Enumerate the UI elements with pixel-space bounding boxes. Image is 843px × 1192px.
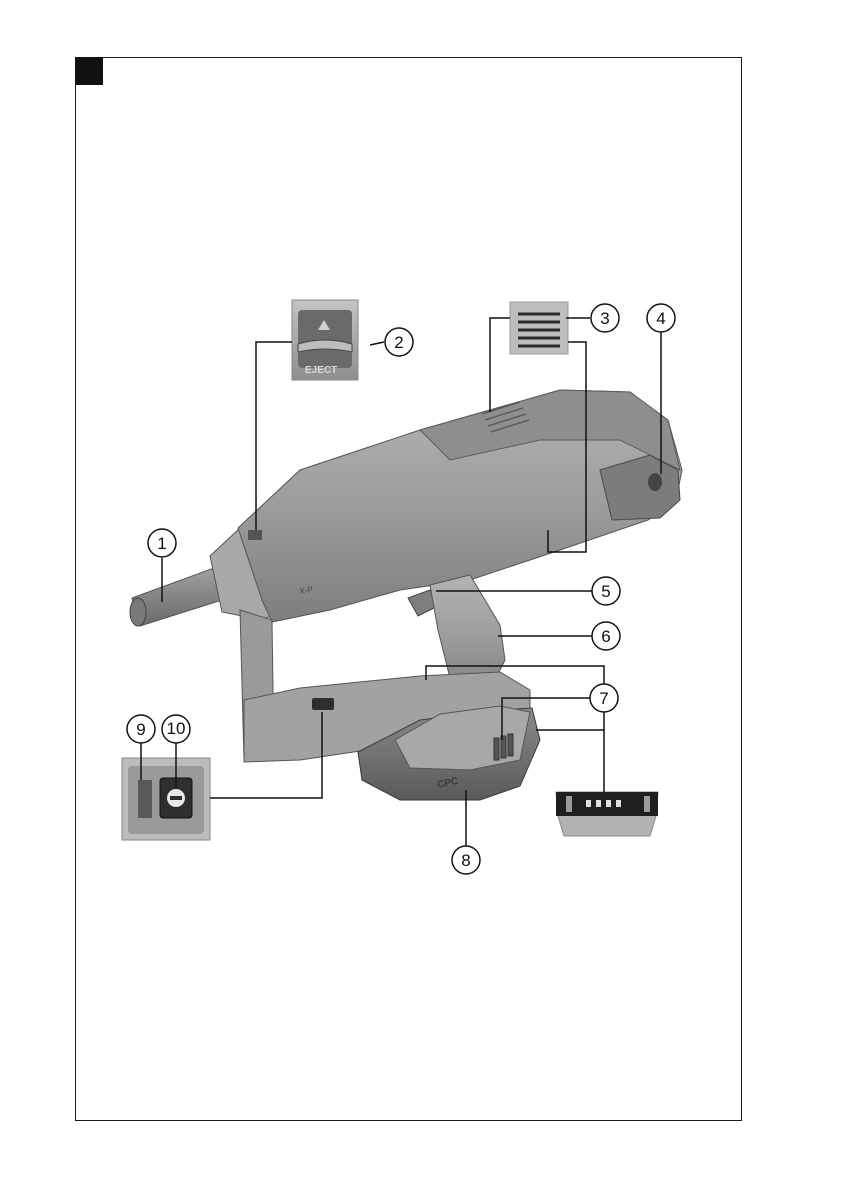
inset-switch xyxy=(122,758,210,840)
svg-text:10: 10 xyxy=(167,719,186,738)
base-switch xyxy=(312,698,334,710)
callout-9: 9 xyxy=(127,715,155,743)
callout-1: 1 xyxy=(148,529,176,557)
rear-button xyxy=(648,473,662,491)
svg-text:8: 8 xyxy=(461,851,470,870)
svg-text:1: 1 xyxy=(157,534,166,553)
eject-label: EJECT xyxy=(305,365,337,376)
nosepiece-tip xyxy=(130,598,146,626)
callout-8: 8 xyxy=(452,846,480,874)
inset-eject: EJECT xyxy=(292,300,358,380)
callout-3: 3 xyxy=(591,304,619,332)
svg-text:4: 4 xyxy=(656,309,665,328)
eject-button xyxy=(248,530,262,540)
callout-10: 10 xyxy=(162,715,190,743)
callout-5: 5 xyxy=(592,577,620,605)
callout-6: 6 xyxy=(592,622,620,650)
svg-text:5: 5 xyxy=(601,582,610,601)
svg-text:6: 6 xyxy=(601,627,610,646)
svg-text:7: 7 xyxy=(599,689,608,708)
inset-vent xyxy=(510,302,568,354)
led-indicator xyxy=(138,780,152,818)
callout-7: 7 xyxy=(590,684,618,712)
callout-4: 4 xyxy=(647,304,675,332)
svg-text:2: 2 xyxy=(394,333,403,352)
svg-text:9: 9 xyxy=(136,720,145,739)
svg-text:3: 3 xyxy=(600,309,609,328)
battery-latch xyxy=(494,734,513,760)
callout-2: 2 xyxy=(385,328,413,356)
inset-battery-terminal xyxy=(556,792,658,836)
